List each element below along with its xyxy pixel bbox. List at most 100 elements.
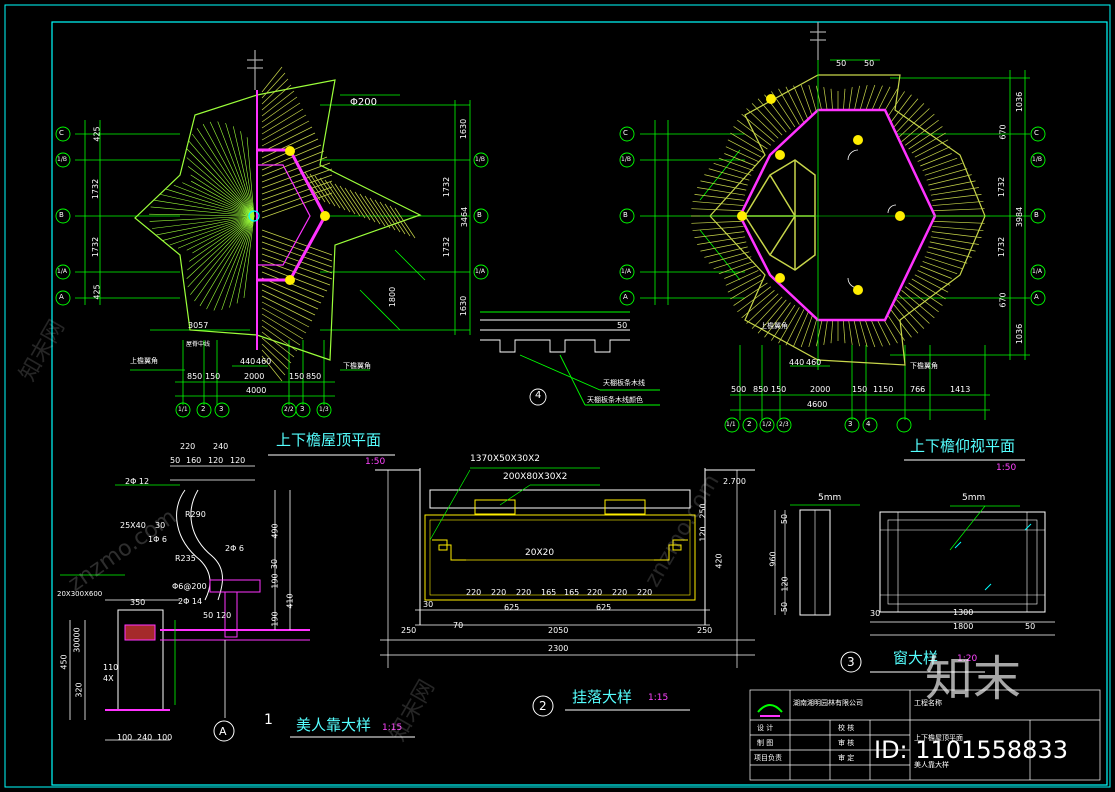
ceil-axis-1-1: 1/1 [726,421,736,428]
ceil-label-upper-eave: 上檐翼角 [760,322,788,330]
d2-dim-row-7: 220 [637,588,653,597]
title-underlines [268,454,1025,738]
axis-a-left: A [59,293,64,301]
d3-dim-left-0: 960 [768,551,778,567]
d3-dim-small-0: 30 [870,609,881,618]
ceil-dim-bottom-2: 150 [771,385,787,394]
d3-dim-left-2: 120 [780,576,790,592]
ceiling-nodes [737,94,905,295]
tb-row-2: 项目负责 [754,754,782,762]
d1-dim-right-4: 190 [270,611,280,627]
roof-dim-right-0: 1630 [459,118,469,140]
detail-1 [60,465,310,742]
axis-1b-left: 1/B [57,156,67,163]
roof-dim-bottom-3: 150 [289,372,305,381]
d3-label-b: 5mm [962,493,986,503]
ceil-dim-440: 440 [789,358,805,367]
ceil-axis-4: 4 [866,420,871,428]
ceil-axis-1-2: 1/2 [762,421,772,428]
roof-dim-bottom-4: 850 [306,372,322,381]
tb-row-1: 制 图 [757,739,774,747]
d2-dim-right-1: 120 [698,526,708,542]
d2-dim-left-1: 70 [453,621,464,630]
roof-axis-3: 3 [219,405,224,413]
ceil-dim-right-3: 3984 [1015,206,1025,228]
title-detail-1: 美人靠大样 [296,716,372,734]
title-block [749,689,1101,781]
marker-section-a: A [219,725,227,738]
ceil-dim-right-4: 1732 [997,236,1007,258]
d2-dim-sub-1: 625 [596,603,612,612]
d1-tag-4x: 4X [103,674,114,683]
d1-label-1: 25X40 [120,521,146,530]
d4-dim-50: 50 [617,321,628,330]
roof-plan [55,50,489,418]
roof-dim-left-3: 425 [92,284,102,300]
d1-dim-right-1: 30 [270,558,280,570]
d2-dim-sub-0: 625 [504,603,520,612]
ceil-dim-bottom-6: 766 [910,385,926,394]
marker-detail-3: 3 [847,655,855,669]
d3-dim-bottom-0: 1300 [953,608,974,617]
tb-drawing: 上下檐屋顶平面 [914,734,963,742]
roof-label-ridge: 屋脊中线 [186,341,211,348]
d1-dim-left-2: 30000 [72,627,82,653]
title-roof-plan: 上下檐屋顶平面 [276,431,382,449]
d1-tag-30: 30 [155,521,166,530]
ceil-dim-bottom-5: 1150 [873,385,894,394]
d1-label-8: 20X300X600 [57,590,103,598]
d3-dim-left-3: 50 [780,601,790,613]
ceil-axis-2-3: 2/3 [779,421,789,428]
roof-dim-left-1: 1732 [91,178,101,200]
d1-label-13: 240 [137,733,153,742]
title-detail-3: 窗大样 [893,649,939,667]
roof-axis-1-3: 1/3 [319,406,329,413]
d1-label-9: 350 [130,598,146,607]
roof-dim-right-1: 1732 [442,176,452,198]
roof-axis-2-2: 2/2 [284,406,294,413]
roof-dim-bottom-0: 850 [187,372,203,381]
ceil-dim-top-1: 50 [864,59,875,68]
axis-1a-right: 1/A [475,268,485,275]
d1-dim-top-2: 50 [170,456,181,465]
marker-detail-2: 2 [539,699,547,713]
detail-2 [375,467,755,717]
scale-detail-1: 1:15 [382,723,403,733]
axis-a-ceiling-left: A [623,293,628,301]
d1-label-7: 2Φ 6 [225,544,245,553]
d1-label-0: 2Φ 12 [125,477,150,486]
d1-dim-right-2: 190 [270,573,280,589]
d1-label-3: R290 [185,510,206,519]
scale-detail-2: 1:15 [648,693,669,703]
d2-dim-right-2: 420 [714,553,724,569]
ceil-label-lower-eave: 下檐翼角 [910,362,938,370]
ceil-dim-right-5: 670 [998,292,1008,308]
axis-c-left: C [59,129,64,137]
d1-label-12: 100 [117,733,133,742]
d1-label-14: 100 [157,733,173,742]
roof-dim-bottom-1: 150 [205,372,221,381]
d2-dim-side-1: 250 [697,626,713,635]
ceil-axis-2: 2 [747,420,752,428]
axis-1b-ceiling-right: 1/B [1032,156,1042,163]
watermark-id: ID: 1101558833 [874,736,1068,764]
d1-dim-left-3: 110 [103,663,119,672]
axis-b-ceiling-left: B [623,211,628,219]
roof-plan-axis-bubbles [55,126,489,418]
d2-label-top2: 200X80X30X2 [503,472,568,482]
d1-label-6: 2Φ 14 [178,597,203,606]
d2-dim-total: 2050 [548,626,569,635]
axis-b-left: B [59,211,64,219]
d2-label-mid: 20X20 [525,548,555,558]
d1-label-4: R235 [175,554,196,563]
d2-dim-row-5: 220 [587,588,603,597]
roof-dim-right-3: 1732 [442,236,452,258]
d2-label-top1: 1370X50X30X2 [470,454,541,464]
ceiling-outline-star [709,74,986,366]
axis-c-ceiling-right: C [1034,129,1039,137]
d1-dim-top-4: 120 [208,456,224,465]
north-marker-right [810,22,826,60]
title-ceiling-plan: 上下檐仰视平面 [910,437,1016,455]
ceil-dim-total: 4600 [807,400,828,409]
